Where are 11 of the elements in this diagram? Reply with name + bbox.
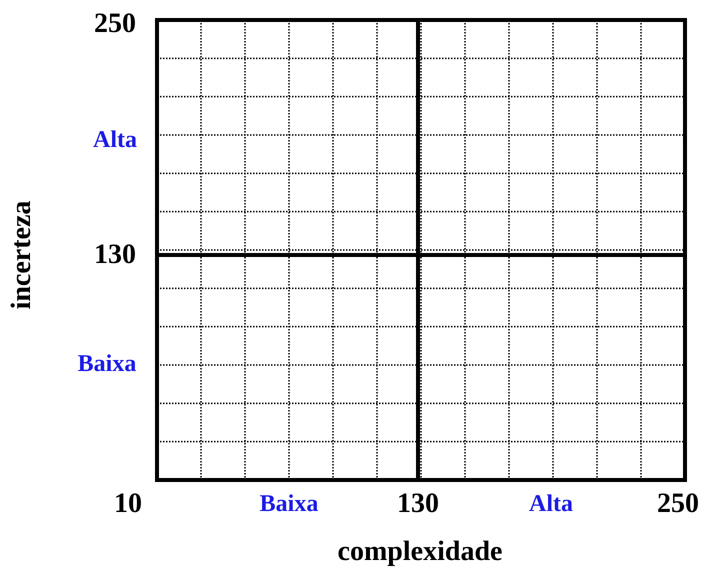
axis-tick-label: 10 [114, 490, 142, 518]
axis-tick-label: 250 [94, 10, 136, 38]
level-label: Alta [529, 492, 573, 516]
level-label: Alta [93, 128, 137, 152]
axis-title: incerteza [8, 200, 36, 310]
level-label: Baixa [78, 352, 136, 376]
level-label: Baixa [260, 492, 318, 516]
axis-tick-label: 130 [397, 490, 439, 518]
axis-title: complexidade [338, 538, 502, 566]
axis-tick-label: 130 [94, 241, 136, 269]
axis-tick-label: 250 [657, 490, 699, 518]
